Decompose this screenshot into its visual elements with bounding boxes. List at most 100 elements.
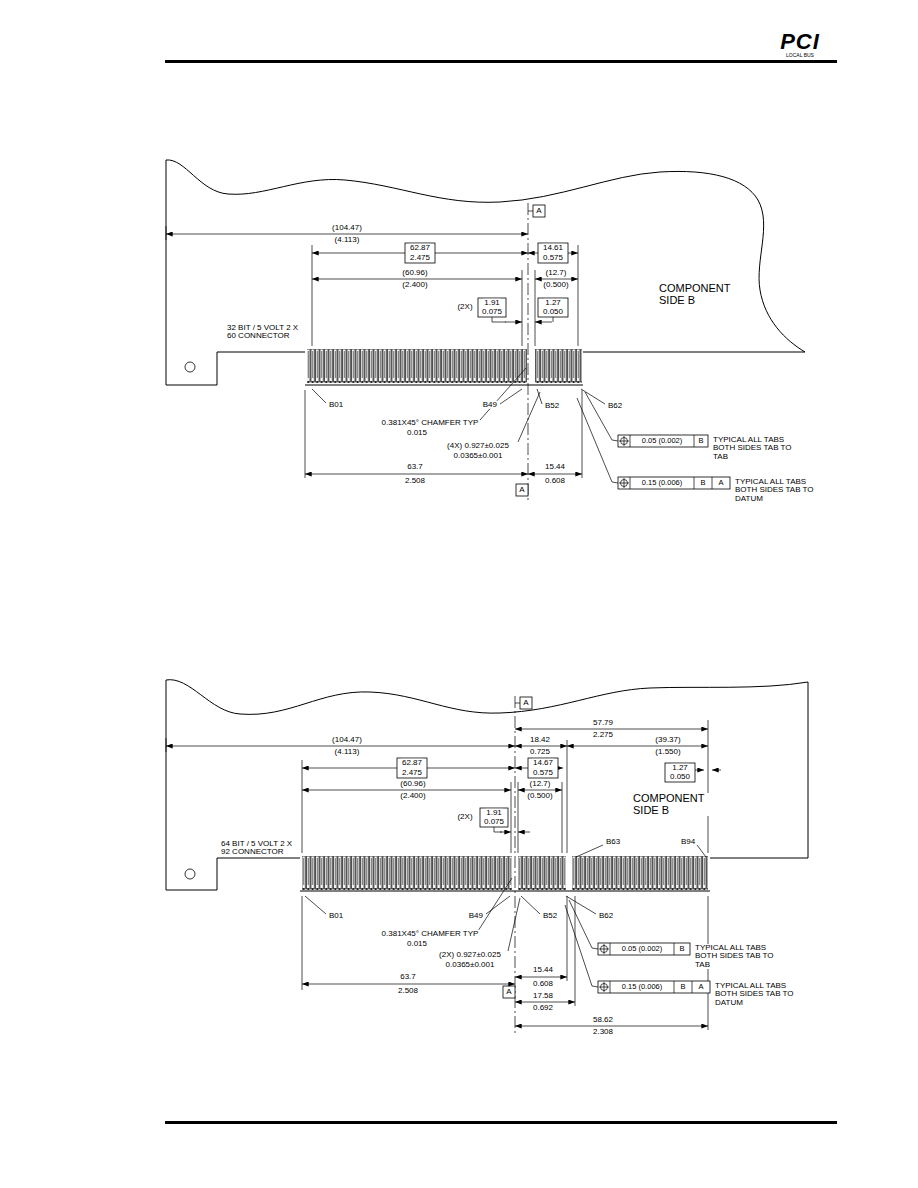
dimension-text: 0.692	[532, 1004, 554, 1012]
dimension-lines	[166, 203, 618, 500]
tolerance-frame	[674, 943, 675, 955]
board-outline	[166, 680, 808, 890]
dimension-text: (4.113)	[334, 748, 361, 756]
dimension-lines	[708, 720, 709, 853]
dimension-lines	[305, 896, 326, 914]
dimension-text: 2.308	[592, 1028, 614, 1036]
dimension-lines	[562, 782, 563, 853]
dimension-lines	[538, 298, 568, 317]
tolerance-frame	[674, 981, 675, 993]
dimension-lines	[528, 211, 533, 212]
board-outline	[305, 385, 583, 386]
dimension-text: (60.96)	[399, 780, 426, 788]
dimension-text: (4X) 0.927±0.025	[446, 442, 510, 450]
page-rule	[165, 60, 837, 1124]
dimension-text: (2.400)	[399, 792, 426, 800]
board-outline	[166, 858, 300, 890]
note-text: COMPONENT SIDE B	[658, 283, 740, 306]
dimension-lines	[305, 474, 528, 475]
dimension-text: 0.075	[483, 818, 505, 826]
dimension-text: (60.96)	[401, 269, 428, 277]
dimension-lines	[695, 770, 704, 771]
dimension-text: 0.608	[544, 477, 566, 485]
dimension-text: 2.508	[397, 987, 419, 995]
dimension-text: (104.47)	[331, 224, 363, 232]
dimension-lines	[567, 896, 568, 981]
tolerance-frame	[610, 943, 611, 955]
dimension-lines	[665, 763, 695, 782]
dimension-text: 62.87	[409, 244, 431, 252]
dimension-lines	[312, 279, 522, 280]
note-text: TYPICAL ALL TABS BOTH SIDES TAB TO TAB	[712, 436, 796, 461]
dimension-text: 0.05 (0.002)	[621, 945, 663, 953]
page-rule	[165, 60, 837, 63]
dimension-lines	[553, 317, 554, 322]
dimension-lines	[535, 322, 552, 323]
dimension-text: 0.015	[406, 429, 428, 437]
dimension-text: 0.575	[542, 254, 564, 262]
dimension-lines	[508, 898, 520, 951]
dimension-text: 1.27	[671, 764, 689, 772]
dimension-text: (0.500)	[542, 281, 569, 289]
pin-label: B01	[328, 401, 344, 409]
logo-text: PCI	[779, 30, 821, 53]
dimension-lines	[518, 782, 519, 853]
board-outline	[307, 349, 527, 384]
board-outline	[166, 160, 805, 385]
dimension-lines	[166, 234, 528, 235]
dimension-lines	[302, 896, 303, 990]
dimension-lines	[515, 729, 708, 730]
dimension-text: 1.91	[483, 299, 501, 307]
dimension-text: (1.550)	[654, 748, 681, 756]
dimension-lines	[516, 484, 528, 496]
pin-label: B63	[605, 838, 621, 846]
tolerance-frame	[604, 944, 605, 954]
dimension-text: B	[697, 437, 704, 445]
pin-label: B49	[468, 912, 484, 920]
dimension-text: 15.44	[544, 463, 566, 471]
dimension-lines	[518, 832, 530, 833]
dimension-lines	[518, 392, 540, 442]
dimension-lines	[302, 984, 515, 985]
pin-label: B62	[607, 402, 623, 410]
dimension-lines	[166, 226, 167, 240]
dimension-text: A	[522, 699, 529, 707]
dimension-lines	[566, 896, 596, 914]
board-outline	[518, 856, 566, 891]
dimension-text: 0.15 (0.006)	[621, 983, 663, 991]
dimension-text: 18.42	[529, 736, 551, 744]
board-outline	[302, 856, 512, 891]
pin-label: B62	[598, 912, 614, 920]
tolerance-frame	[610, 981, 611, 993]
dimension-text: 0.050	[669, 773, 691, 781]
dimension-text: (2.400)	[401, 281, 428, 289]
tolerance-frame	[598, 943, 690, 955]
dimension-lines	[533, 205, 545, 217]
tolerance-frame	[630, 435, 631, 447]
dimension-lines	[166, 746, 515, 747]
dimension-lines	[578, 245, 579, 346]
dimension-text: (4.113)	[334, 236, 361, 244]
note-text: TYPICAL ALL TABS BOTH SIDES TAB TO DATUM	[714, 982, 798, 1007]
dimension-lines	[567, 746, 708, 747]
dimension-lines	[500, 832, 511, 833]
dimension-lines	[528, 203, 529, 500]
dimension-lines	[565, 905, 598, 987]
tolerance-frame	[630, 477, 631, 489]
page-rule	[165, 1121, 837, 1124]
dimension-lines	[515, 1002, 575, 1003]
dimension-text: 0.15 (0.006)	[641, 479, 683, 487]
dimension-lines	[478, 298, 506, 317]
dimension-text: 2.475	[409, 254, 431, 262]
dimension-lines	[511, 782, 512, 853]
dimension-lines	[518, 790, 562, 791]
dimension-lines	[486, 896, 510, 914]
dimension-text: B	[679, 983, 686, 991]
dimension-lines	[581, 389, 605, 404]
board-outline	[572, 856, 708, 891]
dimension-lines	[302, 790, 511, 791]
board-outline	[535, 349, 582, 384]
board-outline	[185, 362, 195, 372]
